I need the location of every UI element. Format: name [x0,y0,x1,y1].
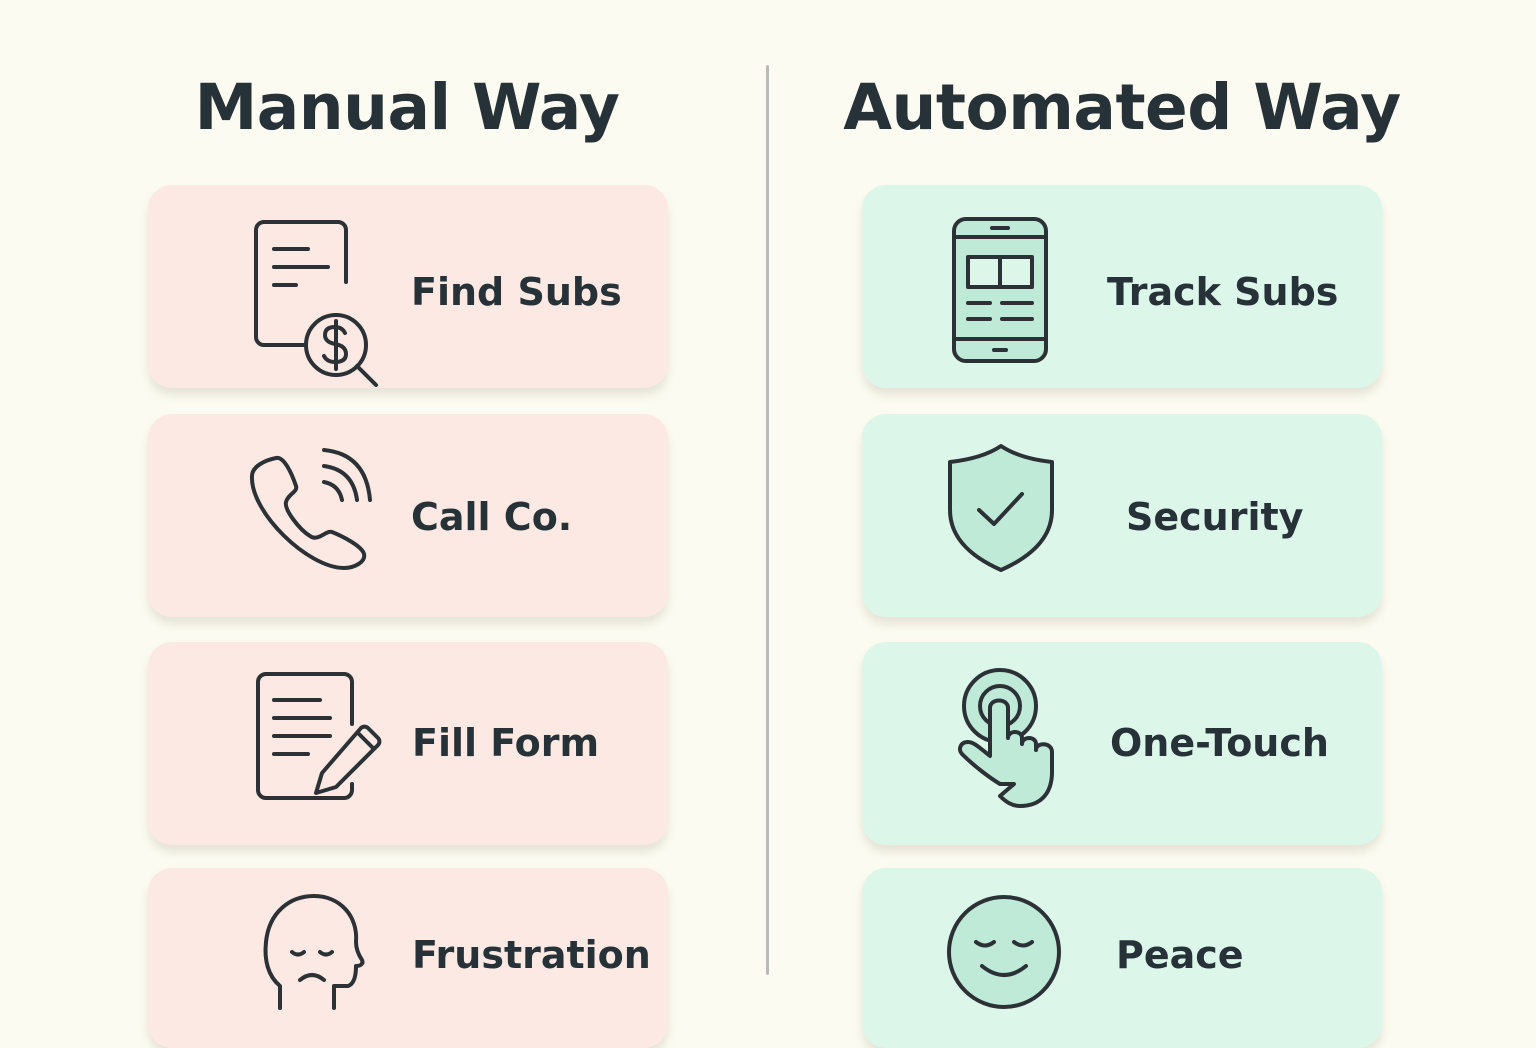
phone-call-icon [249,448,372,570]
automated-label-one-touch: One-Touch [1110,721,1329,765]
manual-label-fill-form: Fill Form [412,721,600,765]
automated-label-security: Security [1126,495,1304,539]
automated-label-track-subs: Track Subs [1107,270,1339,314]
manual-label-call-co: Call Co. [411,495,573,539]
automated-card-one-touch: One-Touch [862,642,1382,845]
automated-card-security: Security [862,414,1382,617]
manual-card-call-co: Call Co. [148,414,668,617]
manual-label-frustration: Frustration [412,933,651,977]
column-divider [766,65,769,975]
smiley-face-icon [947,895,1061,1009]
manual-card-frustration: Frustration [148,868,668,1048]
tap-hand-icon [958,668,1054,808]
form-pencil-icon [256,672,382,800]
document-dollar-search-icon [254,220,378,387]
manual-way-title: Manual Way [194,71,620,144]
sad-head-icon [263,894,365,1010]
automated-way-title: Automated Way [843,71,1401,144]
automated-card-track-subs: Track Subs [862,185,1382,388]
shield-check-icon [948,444,1054,572]
automated-card-peace: Peace [862,868,1382,1048]
smartphone-dashboard-icon [952,217,1048,363]
automated-label-peace: Peace [1116,933,1244,977]
manual-card-fill-form: Fill Form [148,642,668,845]
manual-label-find-subs: Find Subs [411,270,622,314]
manual-card-find-subs: Find Subs [148,185,668,388]
